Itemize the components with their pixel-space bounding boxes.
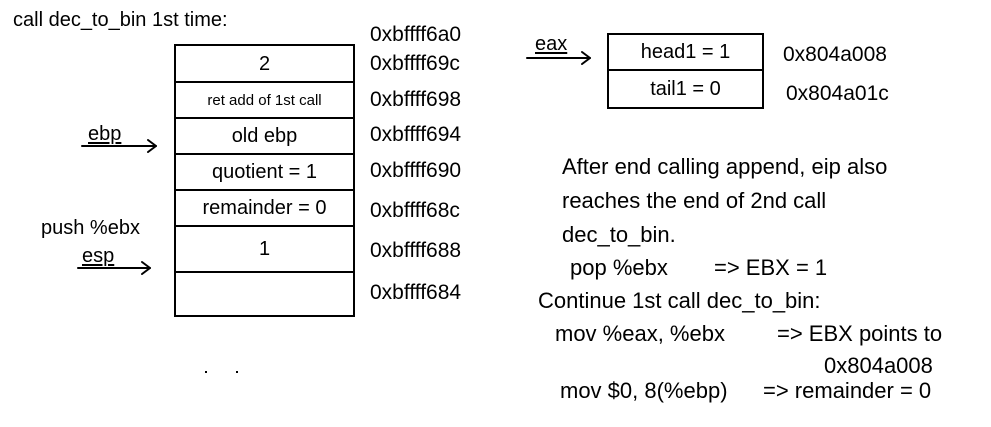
push-ebx-instruction: push %ebx — [41, 217, 140, 239]
continue-heading: Continue 1st call dec_to_bin: — [538, 288, 821, 313]
stack-cell-argument: 2 — [176, 46, 353, 83]
note-line-1: After end calling append, eip also — [562, 154, 888, 179]
note-line-2: reaches the end of 2nd call — [562, 188, 827, 213]
stack-address: 0xbffff684 — [370, 281, 462, 304]
pop-ebx-result: => EBX = 1 — [714, 255, 828, 280]
stack-address: 0xbffff690 — [370, 159, 462, 182]
node-field-head: head1 = 1 — [609, 35, 762, 71]
stack-address: 0xbffff694 — [370, 123, 462, 146]
stray-mark — [205, 371, 207, 373]
stack-cell-return-address: ret add of 1st call — [176, 83, 353, 119]
esp-pointer-label: esp — [82, 245, 115, 267]
esp-arrow-icon — [77, 261, 151, 275]
stack-address: 0xbffff68c — [370, 199, 460, 222]
stray-mark — [236, 371, 238, 373]
stack-cell-quotient: quotient = 1 — [176, 155, 353, 191]
list-node: head1 = 1 tail1 = 0 — [607, 33, 764, 109]
pop-ebx-instruction: pop %ebx — [570, 255, 668, 280]
mov-remainder-instruction: mov $0, 8(%ebp) — [560, 378, 728, 403]
note-line-3: dec_to_bin. — [562, 222, 676, 247]
eax-arrow-icon — [526, 51, 591, 65]
stack-address: 0xbffff69c — [370, 52, 460, 75]
ebp-pointer-label: ebp — [88, 123, 122, 145]
mov-eax-ebx-result-address: 0x804a008 — [824, 353, 933, 378]
stack-cell-remainder: remainder = 0 — [176, 191, 353, 227]
stack-frame: 2 ret add of 1st call old ebp quotient =… — [174, 44, 355, 317]
node-field-tail: tail1 = 0 — [609, 71, 762, 109]
stack-cell-empty — [176, 273, 353, 317]
stack-cell-pushed-ebx: 1 — [176, 227, 353, 273]
eax-pointer-label: eax — [535, 33, 568, 55]
node-address-tail: 0x804a01c — [786, 82, 889, 105]
ebp-arrow-icon — [81, 139, 157, 153]
stack-cell-old-ebp: old ebp — [176, 119, 353, 155]
mov-eax-ebx-result: => EBX points to — [777, 321, 943, 346]
mov-remainder-result: => remainder = 0 — [763, 378, 932, 403]
mov-eax-ebx-instruction: mov %eax, %ebx — [555, 321, 725, 346]
stack-address: 0xbffff688 — [370, 239, 462, 262]
page-title: call dec_to_bin 1st time: — [13, 9, 228, 31]
node-address-head: 0x804a008 — [783, 43, 887, 66]
stack-top-address: 0xbffff6a0 — [370, 23, 462, 46]
stack-address: 0xbffff698 — [370, 88, 462, 111]
